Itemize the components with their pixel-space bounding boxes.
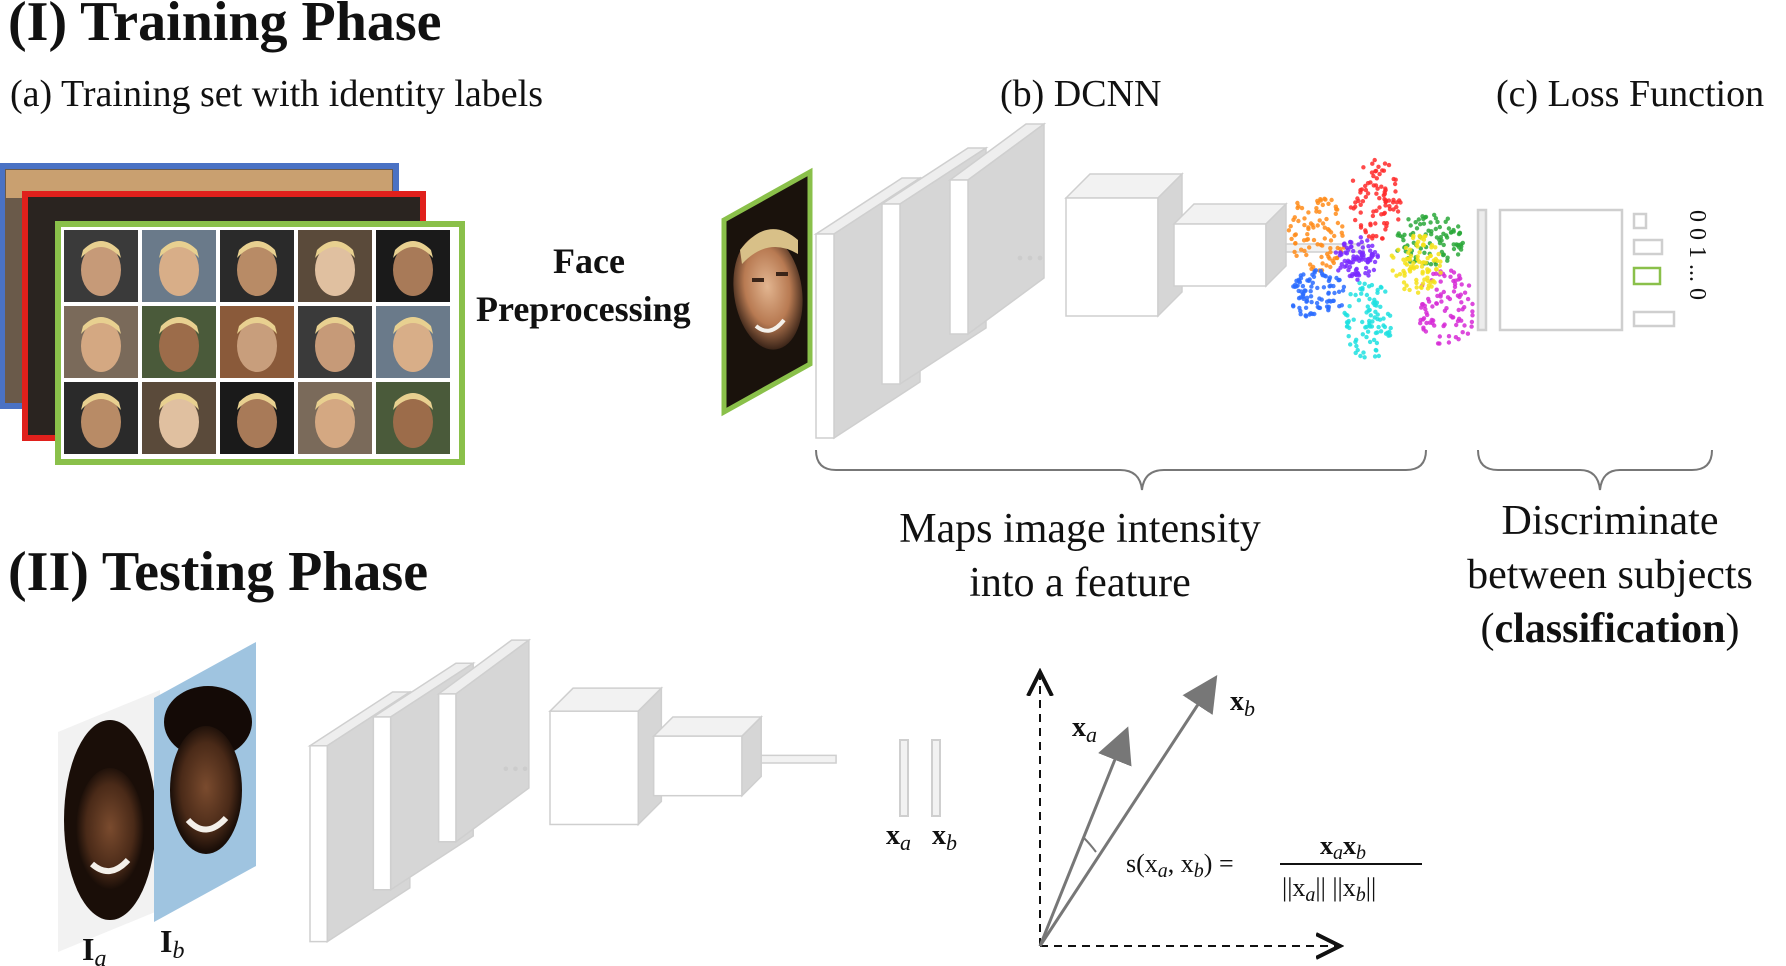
similarity-formula: s(xa, xb) = xaxb ||xa|| ||xb|| <box>1126 831 1422 906</box>
fc-cube <box>1066 174 1182 316</box>
loss-weight-matrix <box>1500 210 1622 330</box>
cluster-petal <box>1334 235 1380 282</box>
feature-vector-b <box>932 740 940 816</box>
dcnn-training <box>816 124 1364 438</box>
face-thumbnail <box>142 230 216 302</box>
feature-vectors <box>900 740 940 816</box>
face-thumbnail <box>298 230 372 302</box>
loss-function-block <box>1478 210 1674 330</box>
feature-cluster-plot <box>1287 158 1475 360</box>
ellipsis-dots <box>1018 256 1043 261</box>
feature-a-label: xa <box>886 820 911 855</box>
fc-block <box>1174 204 1286 286</box>
test-image-b <box>154 642 256 922</box>
onehot-box-2 <box>1634 240 1662 254</box>
face-thumbnail <box>220 382 294 454</box>
face-thumbnail <box>376 382 450 454</box>
onehot-box-1 <box>1634 214 1646 228</box>
face-thumbnail <box>298 306 372 378</box>
loss-brace <box>1478 450 1712 490</box>
vector-a-arrow <box>1040 732 1126 946</box>
onehot-box-3 <box>1634 268 1660 284</box>
cluster-petal <box>1349 158 1403 241</box>
face-thumbnail <box>142 306 216 378</box>
vector-b-label: xb <box>1230 686 1255 721</box>
face-thumbnail <box>64 382 138 454</box>
face-thumbnail <box>376 230 450 302</box>
face-thumbnail <box>376 306 450 378</box>
ellipsis-dots <box>504 766 528 771</box>
training-set-stack <box>2 166 462 462</box>
face-thumbnail <box>64 230 138 302</box>
face-thumbnail <box>298 382 372 454</box>
image-b-label: Ib <box>160 923 184 964</box>
formula-numerator: xaxb <box>1320 831 1366 864</box>
fc-cube <box>550 688 661 824</box>
face-thumbnail <box>220 230 294 302</box>
dcnn-brace <box>816 450 1426 490</box>
face-thumbnail <box>64 306 138 378</box>
dcnn-testing <box>310 640 836 941</box>
cluster-petal <box>1342 281 1393 360</box>
onehot-label: 0 0 1 ... 0 <box>1684 210 1710 300</box>
feature-vector-a <box>900 740 908 816</box>
vector-b-arrow <box>1040 680 1214 946</box>
vector-a-label: xa <box>1072 712 1097 747</box>
test-image-a <box>58 690 160 952</box>
angle-arc <box>1084 838 1096 852</box>
formula-lhs: s(xa, xb) = <box>1126 849 1234 882</box>
loss-feature-bar <box>1478 210 1486 330</box>
face-thumbnail <box>142 382 216 454</box>
image-a-label: Ia <box>82 931 106 966</box>
face-thumbnail-grid <box>58 224 462 462</box>
cluster-petal <box>1291 268 1346 318</box>
formula-denominator: ||xa|| ||xb|| <box>1282 873 1376 906</box>
face-thumbnail <box>220 306 294 378</box>
fc-block <box>654 717 762 796</box>
preprocessed-face <box>724 172 810 412</box>
feature-output-bar <box>761 755 836 763</box>
feature-b-label: xb <box>932 820 957 855</box>
cluster-petal <box>1287 197 1347 273</box>
onehot-box-4 <box>1634 312 1674 326</box>
